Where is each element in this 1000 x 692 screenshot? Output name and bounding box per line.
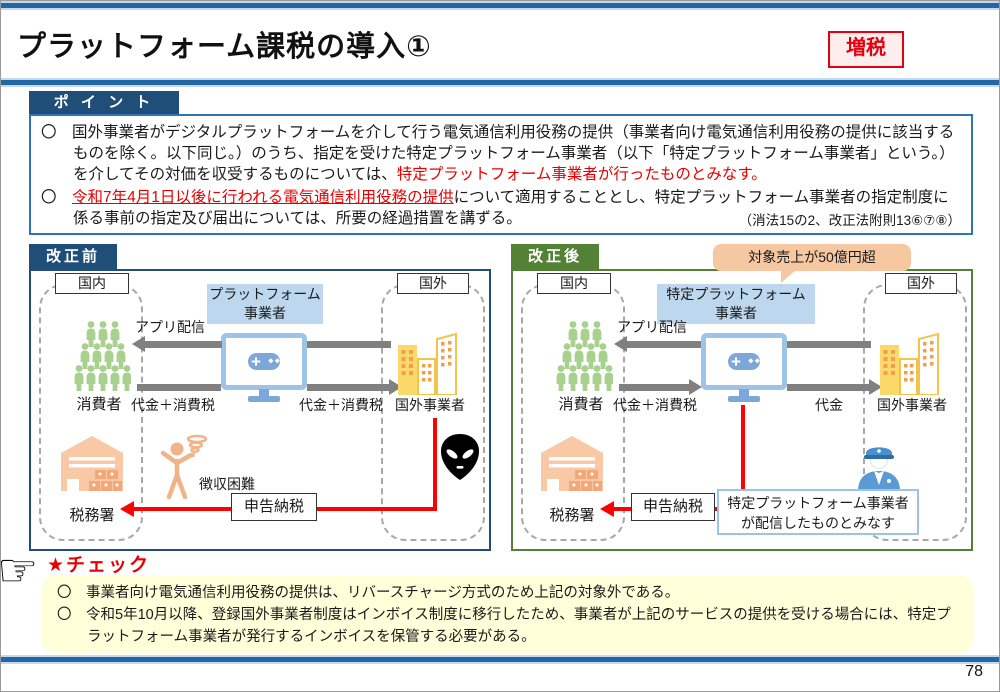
after-app-delivery-label: アプリ配信 <box>617 319 687 335</box>
foreign-buildings-icon <box>880 332 939 395</box>
after-payment-left-arrow <box>619 384 689 391</box>
after-platform-line2: 事業者 <box>715 305 757 321</box>
after-payment-left-label: 代金＋消費税 <box>613 397 697 413</box>
sales-threshold-bubble: 対象売上が50億円超 <box>713 244 911 271</box>
after-app-arrow-head <box>614 336 627 352</box>
after-payment-right-arrow-head <box>869 379 882 395</box>
points-tab: ポ イ ン ト <box>29 91 179 114</box>
deemed-distribution-box: 特定プラットフォーム事業者 が配信したものとみなす <box>717 489 919 535</box>
tax-increase-badge: 増税 <box>828 31 904 68</box>
after-app-arrow <box>626 341 701 348</box>
after-foreign-business-label: 国外事業者 <box>877 397 947 413</box>
check-note-box: 〇 事業者向け電気通信利用役務の提供は、リバースチャージ方式のため上記の対象外で… <box>41 575 973 653</box>
before-foreign-business-label: 国外事業者 <box>395 397 465 413</box>
before-platform-line1: プラットフォーム <box>209 286 321 302</box>
before-payment-left-label: 代金＋消費税 <box>131 397 215 413</box>
check-title: ★チェック <box>47 555 151 576</box>
points-bullet-2-red-text: 令和7年4月1日以後に行われる電気通信利用役務の提供 <box>72 189 454 207</box>
before-tax-filing-box: 申告納税 <box>231 493 317 521</box>
after-platform-line1: 特定プラットフォーム <box>666 286 806 302</box>
points-bullet-2-text: について適用することとし、特定プラットフォーム事業者の指定制度に係る事前の指定及… <box>73 189 949 228</box>
page-number: 78 <box>965 663 983 680</box>
confused-mannequin-icon <box>160 434 208 500</box>
after-platform-box: 特定プラットフォーム 事業者 <box>657 284 815 324</box>
before-foreign-label: 国外 <box>397 273 469 294</box>
after-red-arrow-head <box>600 501 614 517</box>
pointing-hand-icon: ☞ <box>0 544 39 596</box>
collection-difficulty-label: 徴収困難 <box>199 476 255 492</box>
page-title: プラットフォーム課税の導入① <box>17 31 432 63</box>
alien-icon <box>441 434 479 480</box>
title-rule <box>1 78 999 87</box>
before-app-delivery-label: アプリ配信 <box>135 319 205 335</box>
consumers-icon <box>74 321 131 391</box>
before-tab: 改正前 <box>29 244 117 269</box>
before-tax-office-label: 税務署 <box>69 507 115 524</box>
after-consumers-label: 消費者 <box>558 396 604 413</box>
after-payment-left-arrow-head <box>689 379 702 395</box>
tax-office-icon <box>541 436 603 491</box>
after-red-line-vertical <box>741 405 745 489</box>
before-domestic-label: 国内 <box>55 273 129 294</box>
foreign-buildings-icon <box>398 332 457 395</box>
check-item: 〇 事業者向け電気通信利用役務の提供は、リバースチャージ方式のため上記の対象外で… <box>57 585 680 601</box>
points-bullet-1-red-text: 特定プラットフォーム事業者が行ったものとみなす。 <box>396 166 767 184</box>
before-red-line-vertical <box>433 418 437 509</box>
before-red-arrow-head <box>120 501 134 517</box>
after-panel: 国内 国外 特定プラットフォーム 事業者 消費者 <box>511 269 973 551</box>
platform-monitor-icon <box>701 333 787 402</box>
deemed-line2: が配信したものとみなす <box>741 515 895 531</box>
before-platform-box: プラットフォーム 事業者 <box>207 284 323 324</box>
after-tax-office-label: 税務署 <box>549 507 595 524</box>
points-bullet-1-text: 〇 国外事業者がデジタルプラットフォームを介して行う電気通信利用役務の提供（事業… <box>41 124 955 184</box>
after-domestic-label: 国内 <box>537 273 611 294</box>
bottom-rule <box>1 655 999 664</box>
consumers-icon <box>556 321 613 391</box>
points-bullet-1: 〇 国外事業者がデジタルプラットフォームを介して行う電気通信利用役務の提供（事業… <box>41 122 961 185</box>
after-tax-filing-box: 申告納税 <box>631 493 715 521</box>
points-bullet-2-marker: 〇 <box>41 189 73 207</box>
before-right-top-line <box>307 341 391 348</box>
after-tab: 改正後 <box>511 244 599 269</box>
check-item: 〇 令和5年10月以降、登録国外事業者制度はインボイス制度に移行したため、事業者… <box>57 606 951 645</box>
before-platform-line2: 事業者 <box>244 305 286 321</box>
top-rule <box>1 1 999 10</box>
points-bullet-2: 〇 令和7年4月1日以後に行われる電気通信利用役務の提供について適用することとし… <box>41 187 961 229</box>
before-app-arrow <box>144 341 222 348</box>
before-panel: 国内 国外 プラットフォーム 事業者 消費者 <box>29 269 491 551</box>
law-reference: （消法15の2、改正法附則13⑥⑦⑧） <box>738 212 961 228</box>
before-payment-left-line <box>137 384 221 391</box>
tax-office-icon <box>61 436 123 491</box>
before-payment-right-arrow <box>307 384 389 391</box>
sales-threshold-bubble-tail <box>781 269 797 283</box>
deemed-line1: 特定プラットフォーム事業者 <box>727 495 909 511</box>
platform-monitor-icon <box>221 333 307 402</box>
after-payment-right-label: 代金 <box>815 397 843 413</box>
after-payment-right-arrow <box>787 384 869 391</box>
police-officer-icon <box>858 447 900 491</box>
before-payment-right-label: 代金＋消費税 <box>299 397 383 413</box>
after-foreign-label: 国外 <box>885 273 957 294</box>
after-right-top-line <box>787 341 871 348</box>
before-app-arrow-head <box>132 336 145 352</box>
before-consumers-label: 消費者 <box>76 396 122 413</box>
points-box: 〇 国外事業者がデジタルプラットフォームを介して行う電気通信利用役務の提供（事業… <box>29 114 973 235</box>
